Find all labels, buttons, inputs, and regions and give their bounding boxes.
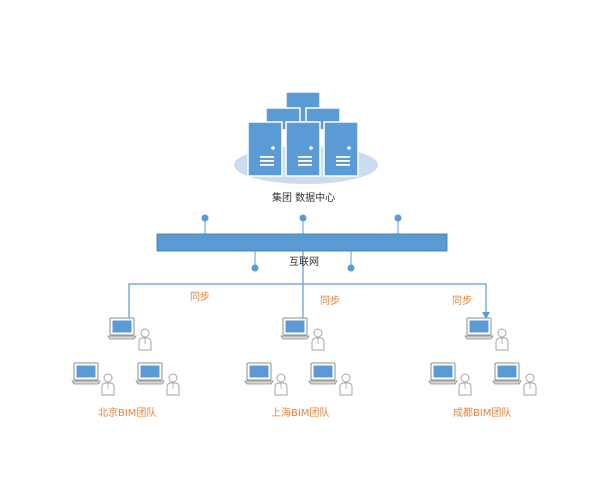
team-label-beijing: 北京BIM团队: [98, 408, 157, 419]
laptop-icon: [71, 362, 101, 385]
user-icon: [101, 373, 115, 396]
sync-connectors: [128, 251, 490, 322]
team-shanghai: [244, 317, 353, 396]
user-icon: [138, 328, 152, 351]
network-node-icon: [201, 214, 209, 234]
sync-label-shanghai: 同步: [320, 296, 340, 307]
user-icon: [458, 373, 472, 396]
sync-label-beijing: 同步: [190, 292, 210, 303]
user-icon: [523, 373, 537, 396]
user-icon: [166, 373, 180, 396]
internet-label: 互联网: [289, 257, 319, 268]
team-label-shanghai: 上海BIM团队: [271, 408, 330, 419]
arrow-head-icon: [482, 312, 490, 319]
laptop-icon: [244, 362, 274, 385]
laptop-icon: [107, 317, 137, 340]
user-icon: [339, 373, 353, 396]
laptop-icon: [308, 362, 338, 385]
user-icon: [495, 328, 509, 351]
laptop-icon: [135, 362, 165, 385]
team-chengdu: [428, 317, 537, 396]
laptop-icon: [492, 362, 522, 385]
laptop-icon: [280, 317, 310, 340]
internet-bus: [156, 214, 448, 272]
user-icon: [311, 328, 325, 351]
data-center-label: 集团 数据中心: [272, 193, 336, 204]
network-node-icon: [394, 214, 402, 234]
network-node-icon: [251, 251, 259, 272]
network-node-icon: [347, 251, 355, 272]
internet-bar: [156, 233, 448, 252]
data-center: [234, 91, 378, 184]
network-node-icon: [299, 214, 307, 234]
laptop-icon: [464, 317, 494, 340]
laptop-icon: [428, 362, 458, 385]
server-icon: [247, 91, 359, 177]
team-label-chengdu: 成都BIM团队: [453, 408, 512, 419]
user-icon: [274, 373, 288, 396]
sync-label-chengdu: 同步: [452, 296, 472, 307]
team-beijing: [71, 317, 180, 396]
